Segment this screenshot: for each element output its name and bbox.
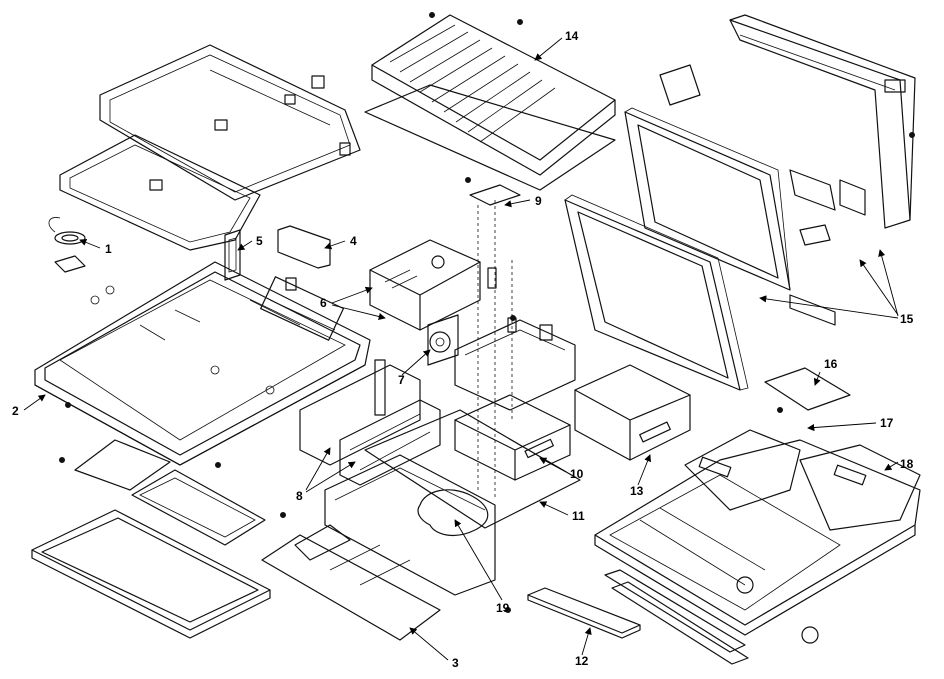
callout-7: 7 [398, 349, 431, 387]
callout-number: 13 [630, 484, 644, 498]
callout-leader-line [807, 422, 877, 432]
callout-17: 17 [807, 416, 894, 432]
callout-leader-line [23, 394, 46, 411]
callout-6: 6 [320, 286, 386, 320]
callout-number: 19 [496, 601, 510, 615]
callout-number: 9 [535, 194, 542, 208]
pcb-board-part-8 [299, 359, 441, 486]
callout-number: 5 [256, 234, 263, 248]
callout-number: 4 [350, 234, 357, 248]
callout-number: 18 [900, 457, 914, 471]
plate-part-11 [324, 409, 581, 596]
callout-number: 11 [572, 509, 585, 523]
callout-leader-line [79, 238, 101, 249]
speaker-part [48, 217, 86, 273]
bottom-tray [31, 509, 271, 639]
lcd-panel [624, 107, 791, 291]
bracket-part-3 [261, 524, 441, 641]
callout-15: 15 [759, 249, 914, 326]
hard-drive-part-13 [574, 364, 691, 461]
base-chassis [34, 261, 371, 466]
callout-leader-line [454, 519, 503, 601]
callout-leader-line [539, 457, 567, 473]
callout-leader-line [637, 454, 652, 486]
callout-2: 2 [12, 394, 46, 418]
callout-number: 12 [575, 654, 589, 668]
callout-12: 12 [575, 627, 592, 668]
callout-3: 3 [409, 627, 459, 670]
callout-leader-line [504, 199, 531, 208]
callout-leader-line [237, 240, 253, 251]
callout-leader-line [305, 447, 331, 491]
callout-number: 14 [565, 29, 579, 43]
floppy-drive-part-10 [454, 394, 571, 481]
callout-number: 17 [880, 416, 894, 430]
callout-11: 11 [539, 501, 585, 523]
keyboard-part [364, 14, 616, 191]
callout-number: 10 [570, 467, 584, 481]
callout-14: 14 [534, 29, 579, 61]
callout-number: 16 [824, 357, 838, 371]
top-case-part-18 [594, 429, 921, 644]
callout-leader-line [884, 461, 899, 471]
callout-8: 8 [296, 447, 356, 503]
callout-5: 5 [237, 234, 263, 251]
callout-19: 19 [454, 519, 510, 615]
lcd-bezel [564, 194, 749, 391]
plate-part-16 [764, 367, 851, 411]
standoff-post [469, 184, 521, 500]
callout-leader-line [305, 461, 356, 493]
callout-leader-line [581, 627, 592, 656]
callout-leader-line [331, 304, 386, 320]
bracket-part-5 [224, 229, 241, 281]
fan-part [427, 314, 459, 366]
callout-9: 9 [504, 194, 542, 208]
callout-4: 4 [324, 234, 357, 250]
callout-16: 16 [813, 357, 838, 386]
callout-number: 6 [320, 296, 327, 310]
callout-number: 1 [105, 242, 112, 256]
bracket-part-4 [277, 225, 331, 269]
callout-number: 2 [12, 404, 19, 418]
upper-shield-plate [99, 44, 361, 201]
callout-1: 1 [79, 238, 112, 256]
lower-shield-plate [59, 134, 261, 251]
screw-markers [59, 12, 915, 613]
callout-leader-line [534, 37, 563, 61]
callout-leader-line [813, 371, 821, 386]
bracket-frame-part [454, 319, 576, 411]
callout-10: 10 [539, 457, 584, 481]
callout-leader-line [331, 286, 373, 304]
callout-leader-line [759, 295, 899, 319]
callout-number: 3 [452, 656, 459, 670]
drive-bracket-assembly [369, 239, 481, 331]
callout-number: 15 [900, 312, 914, 326]
top-case-trim [604, 569, 749, 665]
strip-part-12 [527, 587, 641, 639]
callout-number: 7 [398, 373, 405, 387]
callout-leader-line [324, 240, 346, 250]
callout-leader-line [401, 349, 431, 376]
callout-13: 13 [630, 454, 652, 498]
bottom-cover [74, 439, 266, 546]
cable-part-19 [417, 489, 489, 537]
callout-leader-line [859, 259, 899, 316]
callout-leader-line [409, 627, 449, 661]
callout-18: 18 [884, 457, 914, 471]
lcd-back-cover [729, 14, 916, 229]
callout-number: 8 [296, 489, 303, 503]
callout-leader-line [878, 249, 899, 317]
callout-leader-line [539, 501, 569, 516]
